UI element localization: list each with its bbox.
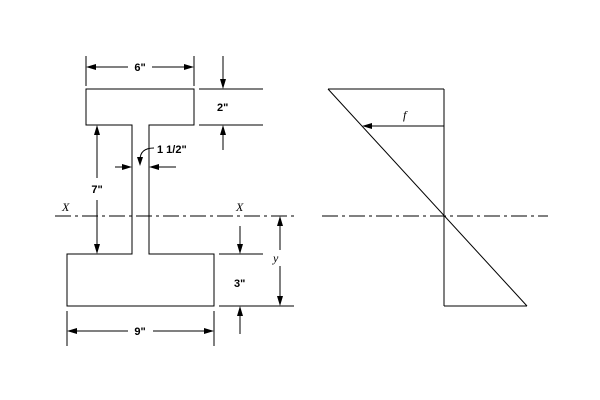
top-flange-thickness-label: 2": [217, 102, 228, 114]
bottom-flange-thickness-label: 3": [234, 278, 245, 290]
arrow-head-icon: [204, 328, 214, 334]
arrow-head-icon: [362, 123, 372, 129]
arrow-head-icon: [277, 216, 283, 226]
arrow-head-icon: [86, 64, 96, 70]
arrow-head-icon: [67, 328, 77, 334]
arrow-head-icon: [137, 157, 143, 166]
bottom-flange-thickness-dimension: 3": [219, 226, 294, 334]
arrow-head-icon: [277, 296, 283, 306]
web-thickness-label: 1 1/2": [157, 144, 187, 156]
centroid-distance-dimension: y: [272, 216, 283, 306]
web-height-dimension: 7": [91, 125, 103, 254]
arrow-head-icon: [149, 164, 159, 170]
stress-slope-line: [327, 88, 528, 307]
arrow-head-icon: [237, 306, 243, 316]
bottom-flange-width-label: 9": [134, 326, 145, 338]
web-height-label: 7": [91, 184, 102, 196]
arrow-head-icon: [220, 79, 226, 89]
section-outline: [66, 88, 215, 307]
arrow-head-icon: [237, 244, 243, 254]
top-flange-width-dimension: 6": [85, 56, 195, 86]
axis-label-left: X: [61, 200, 70, 214]
axis-label-right: X: [235, 200, 244, 214]
arrow-head-icon: [122, 164, 132, 170]
arrow-head-icon: [220, 125, 226, 135]
top-flange-thickness-dimension: 2": [199, 56, 263, 150]
web-thickness-dimension: 1 1/2": [115, 144, 187, 170]
top-flange-width-label: 6": [134, 62, 145, 74]
arrow-head-icon: [184, 64, 194, 70]
stress-distribution-diagram: f: [327, 88, 528, 307]
centroid-distance-label: y: [272, 251, 279, 265]
beam-cross-section: [66, 88, 215, 307]
bottom-flange-width-dimension: 9": [66, 311, 215, 346]
arrow-head-icon: [94, 125, 100, 135]
arrow-head-icon: [94, 244, 100, 254]
stress-label: f: [403, 108, 408, 122]
